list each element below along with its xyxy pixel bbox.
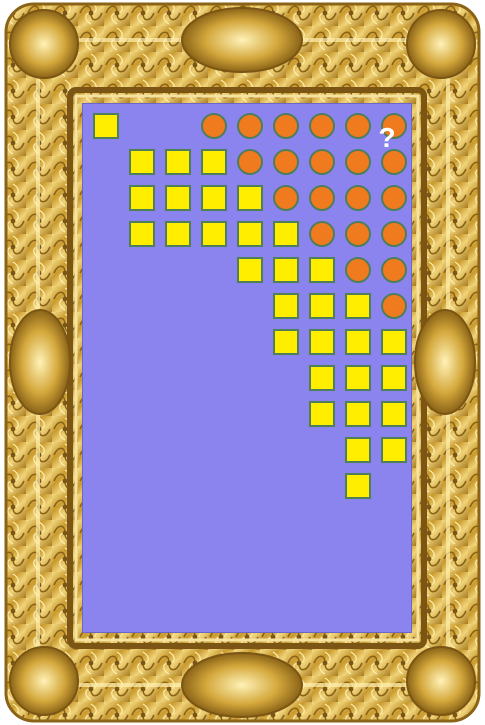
circle-col8-r4: [345, 221, 371, 247]
square-col5-r3: [237, 185, 263, 211]
square-col3-r4: [165, 221, 191, 247]
square-col4-r4: [201, 221, 227, 247]
circle-col4-r1: [201, 113, 227, 139]
square-col9-r9: [381, 401, 407, 427]
circle-col6-r2: [273, 149, 299, 175]
square-col5-r4: [237, 221, 263, 247]
circle-col7-r1: [309, 113, 335, 139]
circle-col7-r4: [309, 221, 335, 247]
square-col1-r1: [93, 113, 119, 139]
square-col3-r2: [165, 149, 191, 175]
square-col7-r5: [309, 257, 335, 283]
square-col2-r2: [129, 149, 155, 175]
circle-col9-r3: [381, 185, 407, 211]
circle-col6-r1: [273, 113, 299, 139]
square-col4-r2: [201, 149, 227, 175]
square-col2-r3: [129, 185, 155, 211]
square-col8-r7: [345, 329, 371, 355]
square-col8-r10: [345, 437, 371, 463]
square-col6-r4: [273, 221, 299, 247]
question-mark: ?: [372, 118, 402, 158]
square-col7-r9: [309, 401, 335, 427]
circle-col6-r3: [273, 185, 299, 211]
circle-col8-r1: [345, 113, 371, 139]
circle-col7-r3: [309, 185, 335, 211]
circle-col8-r5: [345, 257, 371, 283]
square-col7-r7: [309, 329, 335, 355]
square-col5-r5: [237, 257, 263, 283]
square-col7-r8: [309, 365, 335, 391]
square-col9-r10: [381, 437, 407, 463]
square-col3-r3: [165, 185, 191, 211]
circle-col9-r4: [381, 221, 407, 247]
circle-col8-r2: [345, 149, 371, 175]
circle-col5-r2: [237, 149, 263, 175]
circle-col8-r3: [345, 185, 371, 211]
square-col8-r11: [345, 473, 371, 499]
circle-col9-r5: [381, 257, 407, 283]
square-col9-r7: [381, 329, 407, 355]
square-col2-r4: [129, 221, 155, 247]
circle-col9-r6: [381, 293, 407, 319]
square-col9-r8: [381, 365, 407, 391]
circle-col7-r2: [309, 149, 335, 175]
square-col6-r5: [273, 257, 299, 283]
square-col4-r3: [201, 185, 227, 211]
square-col7-r6: [309, 293, 335, 319]
square-col8-r9: [345, 401, 371, 427]
circle-col5-r1: [237, 113, 263, 139]
square-col6-r6: [273, 293, 299, 319]
square-col8-r8: [345, 365, 371, 391]
puzzle-canvas: [82, 103, 412, 633]
square-col6-r7: [273, 329, 299, 355]
square-col8-r6: [345, 293, 371, 319]
